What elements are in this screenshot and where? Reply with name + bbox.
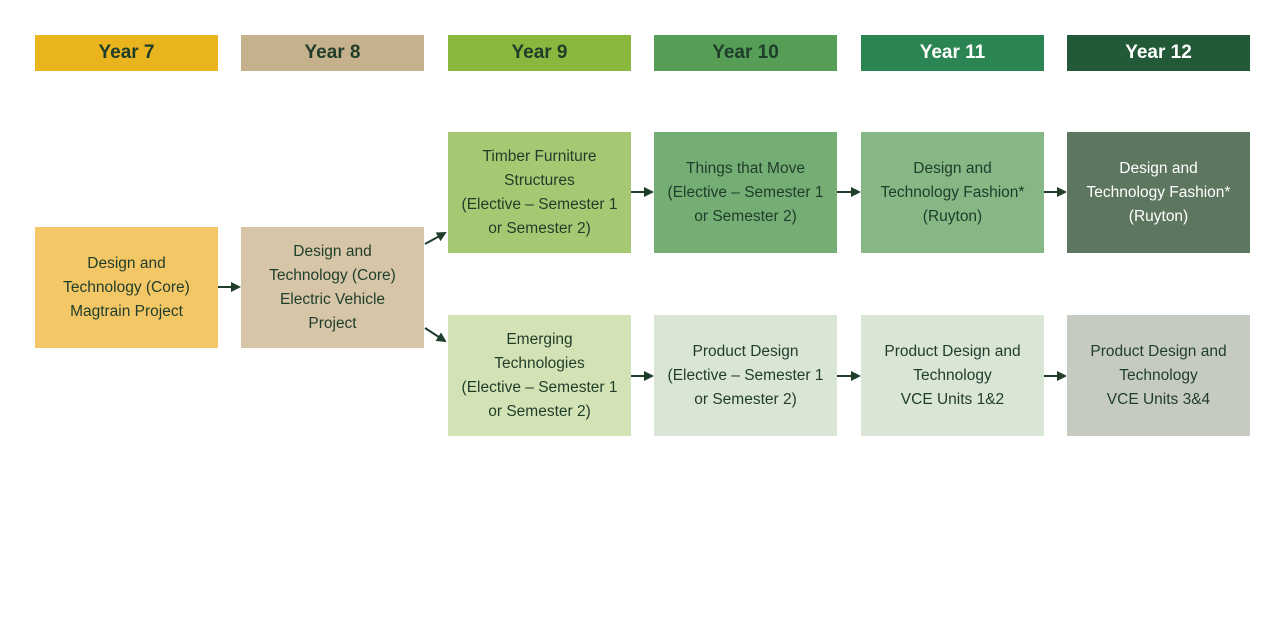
box-text-line: VCE Units 1&2 [900,390,1005,408]
box-text-line: Product Design and [884,342,1021,360]
year-12-header: Year 12 [1067,35,1250,71]
subject-box-year10-things: Things that Move (Elective – Semester 1 or… [654,132,837,253]
subject-box-year10-product: Product Design (Elective – Semester 1 or S… [654,315,837,436]
box-text-line: Product Design and [1090,342,1227,360]
box-text-line: Product Design [692,342,799,360]
year-7-header: Year 7 [35,35,218,71]
box-text-line: Things that Move [686,159,805,177]
box-text-line: Technology Fashion* [880,183,1025,201]
box-text-line: Technology [913,366,992,384]
box-text-line: or Semester 2) [488,402,591,420]
box-text-line: Electric Vehicle [279,290,386,308]
box-text-line: (Ruyton) [1128,207,1189,225]
arrow-y8-to-y9-timber [424,232,447,245]
box-text-line: Technology (Core) [63,278,190,296]
box-text-line: (Elective – Semester 1 [667,183,824,201]
box-text-line: Technology [1119,366,1198,384]
box-text-line: Design and [913,159,992,177]
box-text-line: Design and [293,242,372,260]
box-text-line: Design and [1119,159,1198,177]
box-text-line: Emerging [506,330,573,348]
box-text-line: Design and [87,254,166,272]
box-text-line: VCE Units 3&4 [1106,390,1211,408]
arrow-y8-to-y9-emerging [424,327,447,343]
year-11-header: Year 11 [861,35,1044,71]
box-text-line: or Semester 2) [694,390,797,408]
box-text-line: Magtrain Project [70,302,183,320]
box-text-line: Technology Fashion* [1086,183,1231,201]
year-10-header: Year 10 [654,35,837,71]
box-text-line: Project [308,314,357,332]
box-text-line: or Semester 2) [694,207,797,225]
box-text-line: Structures [504,171,575,189]
year-8-header: Year 8 [241,35,424,71]
year-9-header: Year 9 [448,35,631,71]
box-text-line: (Elective – Semester 1 [461,378,618,396]
box-text-line: or Semester 2) [488,219,591,237]
box-text-line: Technologies [494,354,585,372]
box-text-line: (Ruyton) [922,207,983,225]
box-text-line: (Elective – Semester 1 [667,366,824,384]
box-text-line: (Elective – Semester 1 [461,195,618,213]
box-text-line: Technology (Core) [269,266,396,284]
box-text-line: Timber Furniture [482,147,597,165]
